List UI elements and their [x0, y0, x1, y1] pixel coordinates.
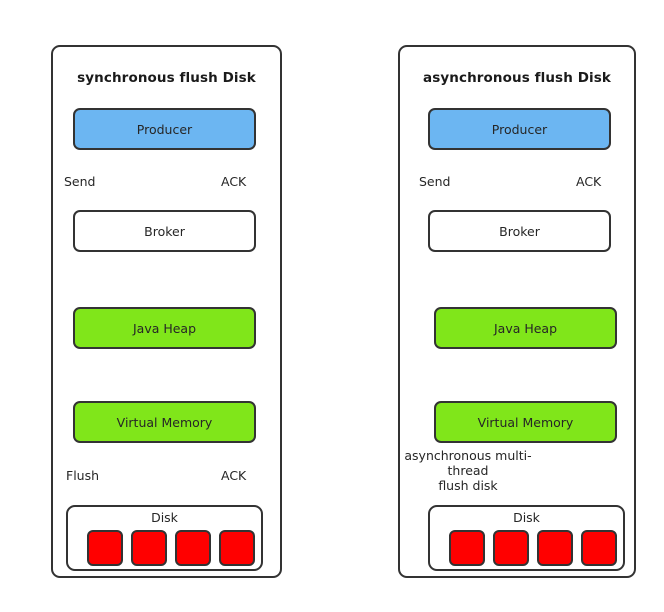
- node-virtual-memory-async[interactable]: Virtual Memory: [434, 401, 617, 443]
- panel-synchronous-title: synchronous flush Disk: [77, 70, 256, 86]
- node-label: Java Heap: [132, 320, 197, 336]
- node-label: Broker: [499, 223, 540, 239]
- node-disk-async[interactable]: Disk: [428, 505, 625, 571]
- node-disk-sync[interactable]: Disk: [66, 505, 263, 571]
- node-java-heap-sync[interactable]: Java Heap: [73, 307, 256, 349]
- node-broker-async[interactable]: Broker: [428, 210, 611, 252]
- edge-label-async-flush-disk: asynchronous multi- thread flush disk: [404, 448, 532, 493]
- disk-cell: [219, 530, 255, 566]
- panel-asynchronous-title: asynchronous flush Disk: [423, 70, 611, 86]
- disk-cell: [493, 530, 529, 566]
- disk-cell: [581, 530, 617, 566]
- disk-cell: [449, 530, 485, 566]
- node-producer-async[interactable]: Producer: [428, 108, 611, 150]
- edge-label-ack-top-async: ACK: [576, 174, 602, 189]
- node-broker-sync[interactable]: Broker: [73, 210, 256, 252]
- disk-label: Disk: [513, 510, 540, 525]
- disk-cell: [87, 530, 123, 566]
- node-java-heap-async[interactable]: Java Heap: [434, 307, 617, 349]
- edge-label-flush-sync: Flush: [66, 468, 100, 483]
- disk-cell: [131, 530, 167, 566]
- node-virtual-memory-sync[interactable]: Virtual Memory: [73, 401, 256, 443]
- node-label: Java Heap: [493, 320, 558, 336]
- edge-label-send-async: Send: [419, 174, 451, 189]
- disk-label: Disk: [151, 510, 178, 525]
- node-producer-sync[interactable]: Producer: [73, 108, 256, 150]
- node-label: Broker: [144, 223, 185, 239]
- edge-label-ack-top-sync: ACK: [221, 174, 247, 189]
- node-label: Producer: [491, 121, 548, 137]
- node-label: Virtual Memory: [116, 414, 213, 430]
- disk-cell: [537, 530, 573, 566]
- edge-label-send-sync: Send: [64, 174, 96, 189]
- edge-label-ack-bottom-sync: ACK: [221, 468, 247, 483]
- disk-cell: [175, 530, 211, 566]
- node-label: Producer: [136, 121, 193, 137]
- node-label: Virtual Memory: [477, 414, 574, 430]
